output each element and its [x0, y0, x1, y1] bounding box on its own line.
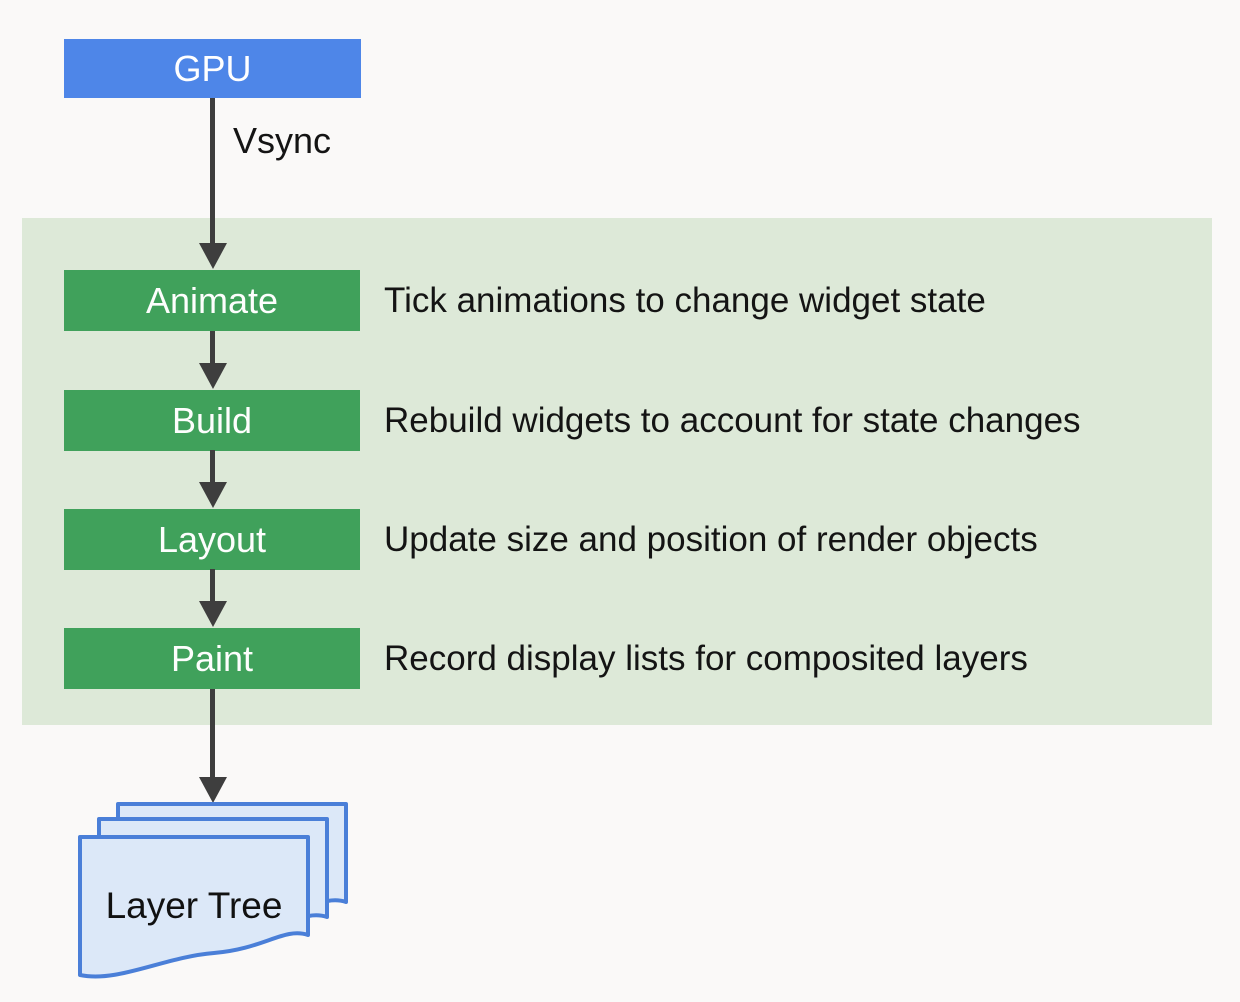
- stage-description-animate: Tick animations to change widget state: [384, 280, 986, 320]
- stage-box-layout: Layout: [64, 509, 360, 570]
- stage-label-paint: Paint: [170, 637, 254, 679]
- arrow-gpu-to-animate: [198, 98, 227, 269]
- arrow-paint-to-layer-tree: [198, 689, 227, 803]
- stage-label-layout: Layout: [157, 518, 267, 560]
- gpu-node-label: GPU: [173, 47, 252, 89]
- stage-label-build: Build: [171, 399, 253, 441]
- layer-tree-document-front: [78, 835, 310, 979]
- vsync-label: Vsync: [233, 120, 332, 161]
- stage-description-paint: Record display lists for composited laye…: [384, 638, 1028, 678]
- stage-box-paint: Paint: [64, 628, 360, 689]
- stage-label-animate: Animate: [145, 279, 279, 321]
- stage-description-build: Rebuild widgets to account for state cha…: [384, 400, 1081, 440]
- gpu-node: GPU: [64, 39, 361, 98]
- arrow-build-to-layout: [198, 450, 227, 508]
- stage-box-build: Build: [64, 390, 360, 451]
- arrow-animate-to-build: [198, 331, 227, 389]
- stage-box-animate: Animate: [64, 270, 360, 331]
- layer-tree-label: Layer Tree: [105, 885, 283, 926]
- arrow-layout-to-paint: [198, 569, 227, 627]
- stage-description-layout: Update size and position of render objec…: [384, 519, 1038, 559]
- layer-tree-document-stack: [78, 802, 348, 979]
